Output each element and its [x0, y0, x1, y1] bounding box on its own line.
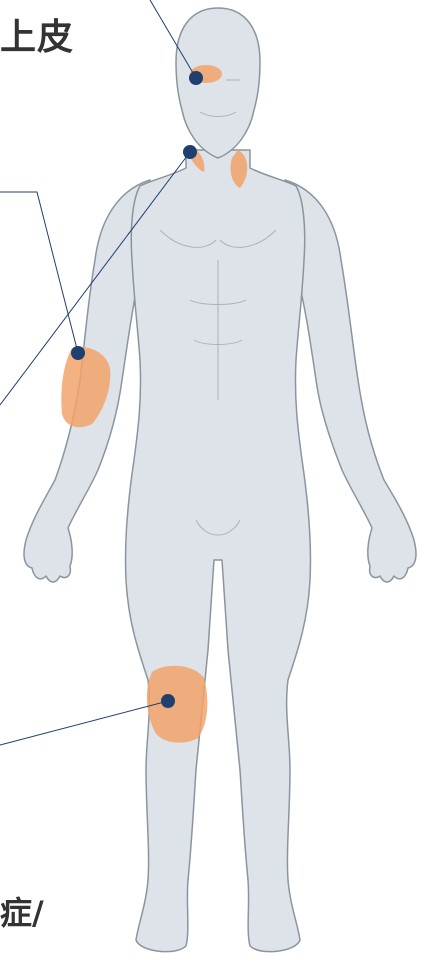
- knee-marker: [161, 694, 175, 708]
- neck-marker: [183, 145, 197, 159]
- knee-leader-line: [0, 701, 168, 745]
- bottom-label: 症/: [0, 895, 44, 931]
- top-label: 上皮: [0, 8, 74, 60]
- head: [176, 8, 260, 158]
- body-silhouette: [24, 8, 416, 952]
- face-marker: [189, 71, 203, 85]
- forearm-marker: [71, 346, 85, 360]
- forearm-leader-line: [0, 192, 78, 353]
